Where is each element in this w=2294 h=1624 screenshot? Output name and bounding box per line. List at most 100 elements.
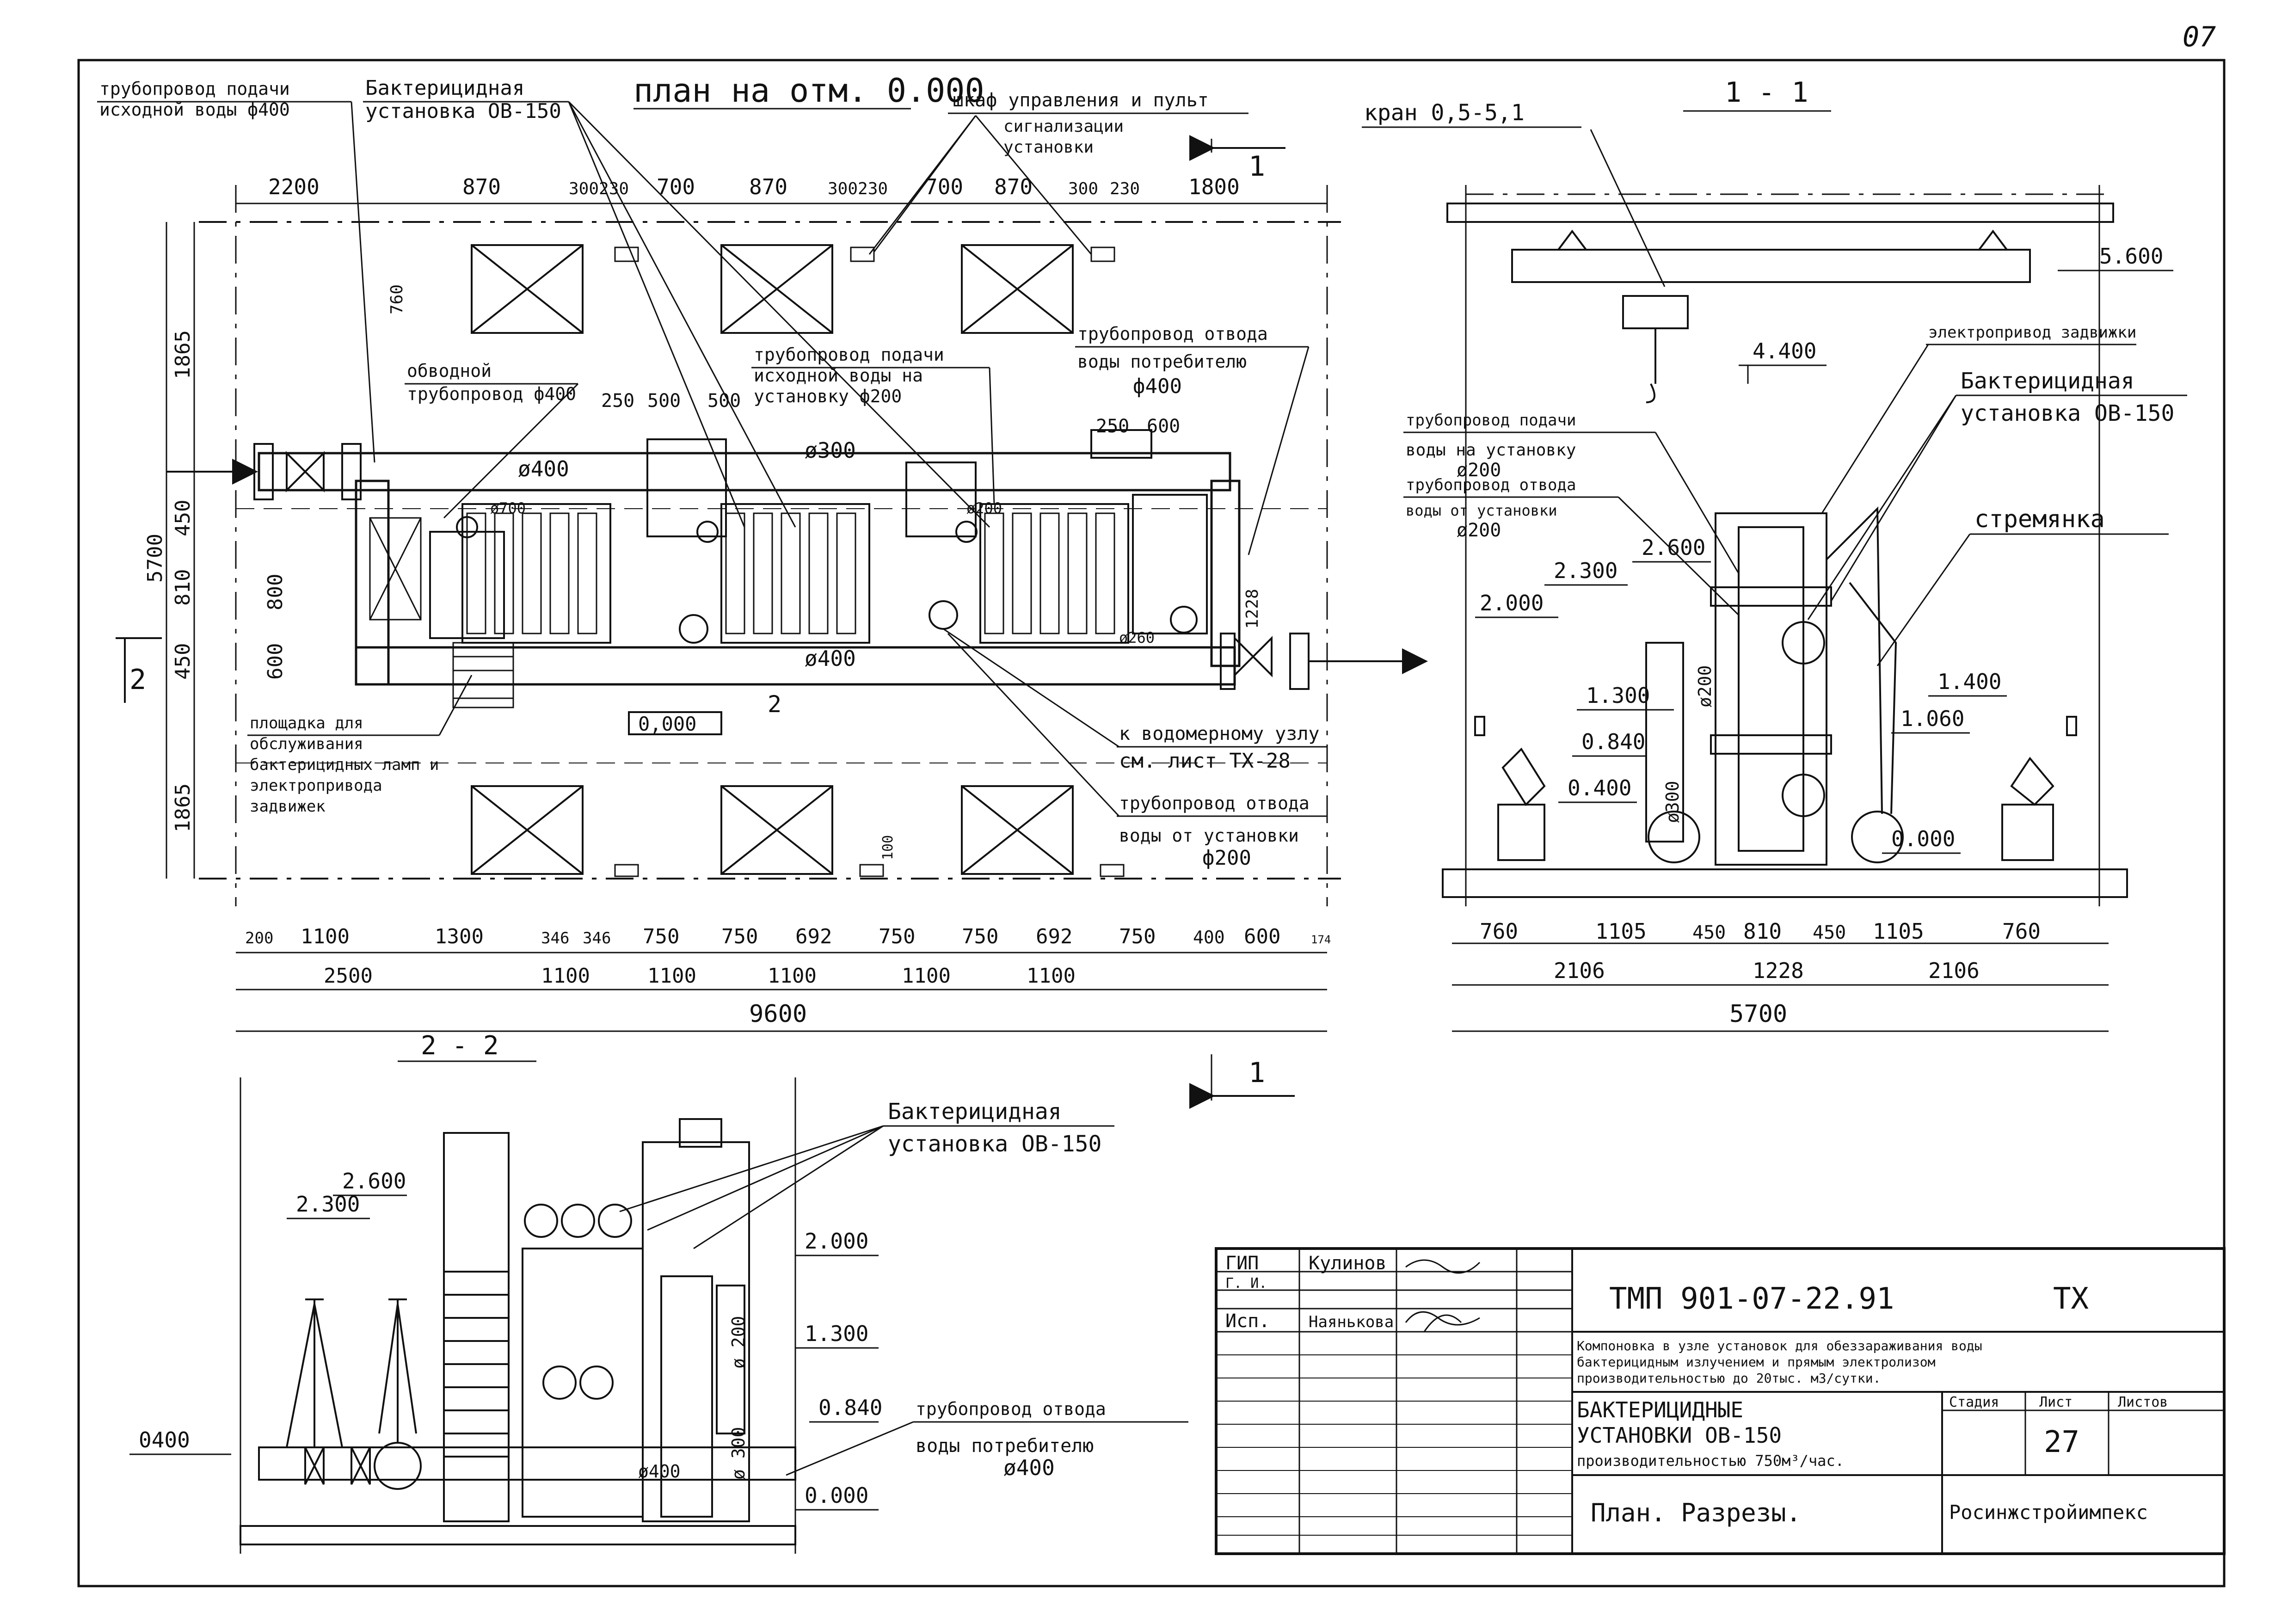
svg-text:450: 450 [171,500,195,536]
svg-text:450: 450 [171,643,195,680]
tb-sheet-label: Лист [2039,1394,2073,1410]
svg-text:760: 760 [1480,919,1518,944]
tb-role-gi: Г. И. [1225,1275,1267,1292]
crane-beam [1446,203,2114,223]
plan-elev-zero: 0,000 [638,713,696,735]
section11-title: 1 - 1 [1725,76,1808,109]
svg-text:230: 230 [1110,179,1140,198]
svg-text:бактерицидных ламп и: бактерицидных ламп и [250,756,439,774]
svg-text:установка ОВ-150: установка ОВ-150 [888,1131,1101,1157]
svg-text:450: 450 [1692,922,1726,943]
svg-text:5700: 5700 [143,534,167,583]
svg-text:870: 870 [462,174,501,199]
title-block: ГИП Г. И. Исп. Кулинов Наянькова ТМП 901… [1215,1247,2226,1555]
dim-250b: 250 [1096,416,1129,437]
plan-view: план на отм. 0.000 [97,72,1581,1109]
svg-text:воды потребителю: воды потребителю [1077,351,1247,372]
d700: ø700 [490,499,526,517]
svg-text:1.400: 1.400 [1937,669,2001,694]
svg-text:2.300: 2.300 [296,1192,360,1217]
svg-text:электропривода: электропривода [250,776,382,795]
svg-text:задвижек: задвижек [250,797,326,816]
svg-text:площадка для: площадка для [250,714,363,732]
plan-dims-top: 2200 870 300230 700 870 300230 700 870 3… [268,174,1240,199]
svg-text:600: 600 [1244,925,1280,948]
svg-text:ф400: ф400 [1133,375,1182,398]
tb-mark: ТХ [2053,1282,2089,1316]
elev-4400: 4.400 [1753,338,1816,363]
svg-text:Бактерицидная: Бактерицидная [1961,368,2134,394]
svg-text:400: 400 [1193,927,1225,947]
svg-text:300: 300 [1068,179,1098,198]
svg-text:5700: 5700 [1729,1000,1787,1028]
tb-subject-3: производительностью 750м³/час. [1577,1452,1844,1470]
tb-role-isp: Исп. [1225,1310,1270,1332]
svg-text:трубопровод отвода: трубопровод отвода [916,1399,1106,1419]
svg-text:установка ОВ-150: установка ОВ-150 [365,99,561,123]
section22-title: 2 - 2 [421,1031,499,1061]
svg-text:0.840: 0.840 [1581,729,1645,754]
signature [1405,1259,1481,1332]
d400-bottom: ø400 [805,646,856,671]
tb-desc-2: бактерицидным излучением и прямым электр… [1577,1354,1936,1370]
plan-title: план на отм. 0.000 [633,72,984,110]
plan-section-2: 2 [129,664,146,696]
plan-leaders [351,101,1310,817]
svg-text:1865: 1865 [171,330,195,379]
svg-text:300230: 300230 [569,179,629,198]
tb-desc-1: Компоновка в узле установок для обеззара… [1577,1338,1982,1353]
tb-stage-label: Стадия [1949,1394,1999,1410]
tb-sheet-name: План. Разрезы. [1591,1498,1801,1527]
svg-text:ø200: ø200 [1457,460,1501,481]
svg-text:2.000: 2.000 [805,1229,868,1254]
plan-units [429,429,1208,644]
svg-text:Бактерицидная: Бактерицидная [888,1099,1062,1125]
svg-text:трубопровод отвода: трубопровод отвода [1077,324,1268,344]
plan-dims-left: 1865 450 810 450 1865 5700 800 600 760 1… [143,284,1262,860]
svg-text:0400: 0400 [139,1427,190,1452]
section22-d300: ø 300 [728,1427,749,1480]
svg-text:1800: 1800 [1188,174,1240,199]
svg-text:100: 100 [880,835,896,860]
section22-equipment [258,1118,796,1522]
svg-text:700: 700 [657,174,695,199]
svg-text:ф200: ф200 [1202,846,1251,870]
d200v: ø200 [1695,665,1715,707]
svg-text:1100: 1100 [301,925,350,948]
floor-slab [1442,868,2128,898]
section22-floor [240,1525,796,1545]
elev-5600: 5.600 [2099,244,2163,269]
svg-text:0.840: 0.840 [818,1395,882,1420]
svg-text:1100: 1100 [1027,964,1076,988]
svg-text:810: 810 [1743,919,1782,944]
svg-text:1100: 1100 [768,964,817,988]
svg-text:трубопровод подачи: трубопровод подачи [1406,411,1576,430]
svg-text:установка ОВ-150: установка ОВ-150 [1961,400,2174,426]
section11-equipment [1474,506,2077,866]
svg-text:ø400: ø400 [1003,1455,1055,1480]
tb-organization: Росинжстройимпекс [1949,1501,2148,1524]
svg-text:ø200: ø200 [1457,520,1501,541]
svg-text:600: 600 [264,643,287,680]
svg-text:воды на установку: воды на установку [1406,441,1576,460]
svg-text:0.000: 0.000 [805,1483,868,1508]
svg-text:2.600: 2.600 [1642,535,1705,560]
svg-text:1100: 1100 [902,964,951,988]
svg-text:760: 760 [2002,919,2041,944]
svg-text:2.000: 2.000 [1480,591,1544,615]
svg-text:1865: 1865 [171,783,195,832]
tb-sheets-label: Листов [2118,1394,2168,1410]
svg-text:750: 750 [643,925,679,948]
dim-600: 600 [1147,416,1180,437]
dim-500b: 500 [707,390,741,412]
section-1-1: 1 - 1 5.600 4.400 [1403,76,2187,1032]
svg-text:2106: 2106 [1554,958,1605,983]
svg-text:9600: 9600 [749,1000,807,1028]
svg-text:750: 750 [1119,925,1156,948]
svg-text:346: 346 [541,929,569,947]
plan-dims-bottom: 200 1100 1300 346 346 750 750 692 750 75… [245,925,1331,1028]
svg-text:трубопровод подачи: трубопровод подачи [754,344,944,365]
svg-text:обводной: обводной [407,361,492,381]
svg-text:750: 750 [721,925,758,948]
svg-text:трубопровод отвода: трубопровод отвода [1119,793,1310,813]
